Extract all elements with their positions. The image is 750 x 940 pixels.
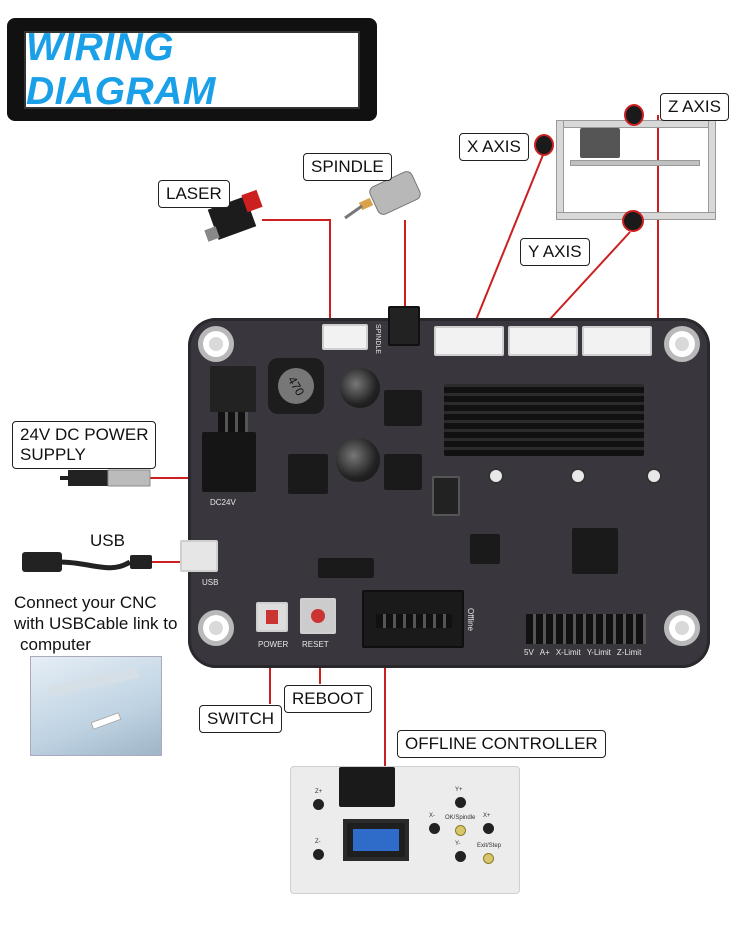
y-motor-icon	[622, 210, 644, 232]
xminus-button[interactable]	[429, 823, 440, 834]
reboot-label: REBOOT	[284, 685, 372, 713]
mount-hole	[198, 610, 234, 646]
offline-header	[362, 590, 464, 648]
mosfet	[288, 454, 328, 494]
mount-hole	[664, 326, 700, 362]
yplus-button[interactable]	[455, 797, 466, 808]
x-motor-icon	[534, 134, 554, 156]
exit-step-button[interactable]	[483, 853, 494, 864]
x-axis-connector	[434, 326, 504, 356]
zplus-label: Z+	[315, 789, 323, 795]
zminus-button[interactable]	[313, 849, 324, 860]
zminus-label: Z-	[315, 839, 321, 845]
x-axis-label: X AXIS	[459, 133, 529, 161]
control-board: SPINDLE 470 DC24V USB POWER RESET	[180, 306, 710, 668]
regulator-chip	[210, 366, 256, 412]
controller-connector	[339, 767, 395, 807]
ok-spindle-label: OK/Spindle	[445, 815, 476, 821]
ic-chip	[470, 534, 500, 564]
spindle-motor	[344, 171, 421, 220]
x-axis-wire	[473, 149, 546, 326]
usb-port	[180, 540, 218, 572]
usb-note-line-1: Connect your CNC	[14, 593, 157, 612]
mount-hole	[664, 610, 700, 646]
laser-connector	[322, 324, 368, 350]
pin-labels: 5V A+ X-Limit Y-Limit Z-Limit	[524, 648, 642, 657]
ic-chip	[318, 558, 374, 578]
power-silk: POWER	[258, 640, 289, 649]
yplus-label: Y+	[455, 787, 463, 793]
y-axis-wire	[539, 231, 631, 331]
exit-step-label: Exit/Step	[477, 843, 502, 849]
capacitor	[336, 438, 380, 482]
laser-label: LASER	[158, 180, 230, 208]
fan-header	[432, 476, 460, 516]
potentiometer	[488, 468, 504, 484]
heatsink	[444, 384, 644, 456]
z-axis-connector	[582, 326, 652, 356]
zplus-button[interactable]	[313, 799, 324, 810]
mosfet	[384, 454, 422, 490]
dc-jack	[202, 432, 256, 492]
potentiometer	[570, 468, 586, 484]
mount-hole	[198, 326, 234, 362]
laser-wire	[262, 219, 331, 330]
spindle-connector	[388, 306, 420, 346]
offline-controller-label: OFFLINE CONTROLLER	[397, 730, 606, 758]
switch-label: SWITCH	[199, 705, 283, 733]
offline-silk: Offline	[466, 608, 475, 631]
inductor: 470	[268, 358, 324, 414]
mosfet	[384, 390, 422, 426]
xplus-button[interactable]	[483, 823, 494, 834]
spindle-silk: SPINDLE	[374, 324, 381, 354]
capacitor	[340, 368, 380, 408]
reset-button[interactable]	[300, 598, 336, 634]
potentiometer	[646, 468, 662, 484]
dc24v-silk: DC24V	[210, 498, 236, 507]
usb-silk: USB	[202, 578, 219, 587]
yminus-label: Y-	[455, 841, 461, 847]
offline-controller: Z+ Z- Y+ X- OK/Spindle X+ Y- Exit/Step	[290, 766, 520, 894]
laptop-image	[30, 656, 162, 756]
usb-port-icon	[90, 712, 122, 730]
microcontroller	[572, 528, 618, 574]
usb-cable	[59, 559, 132, 571]
title-frame: WIRING DIAGRAM	[7, 18, 377, 121]
title-box: WIRING DIAGRAM	[24, 26, 360, 113]
xminus-label: X-	[429, 813, 435, 819]
inductor-value: 470	[284, 373, 308, 399]
usb-plug	[22, 552, 62, 572]
yminus-button[interactable]	[455, 851, 466, 862]
y-axis-label: Y AXIS	[520, 238, 590, 266]
reset-silk: RESET	[302, 640, 329, 649]
xplus-label: X+	[483, 813, 491, 819]
usb-note-line-2: with USBCable link to	[14, 614, 178, 633]
spindle-label: SPINDLE	[303, 153, 392, 181]
z-motor-icon	[624, 104, 644, 126]
y-axis-connector	[508, 326, 578, 356]
power-switch[interactable]	[256, 602, 288, 632]
z-axis-label: Z AXIS	[660, 93, 729, 121]
power-supply-label: 24V DC POWER SUPPLY	[12, 421, 157, 469]
usb-label: USB	[90, 531, 125, 550]
controller-screen	[343, 819, 409, 861]
limit-pins	[526, 614, 646, 644]
ok-spindle-button[interactable]	[455, 825, 466, 836]
usb-note-line-3: computer	[20, 635, 91, 654]
diagram-title: WIRING DIAGRAM	[26, 26, 216, 113]
